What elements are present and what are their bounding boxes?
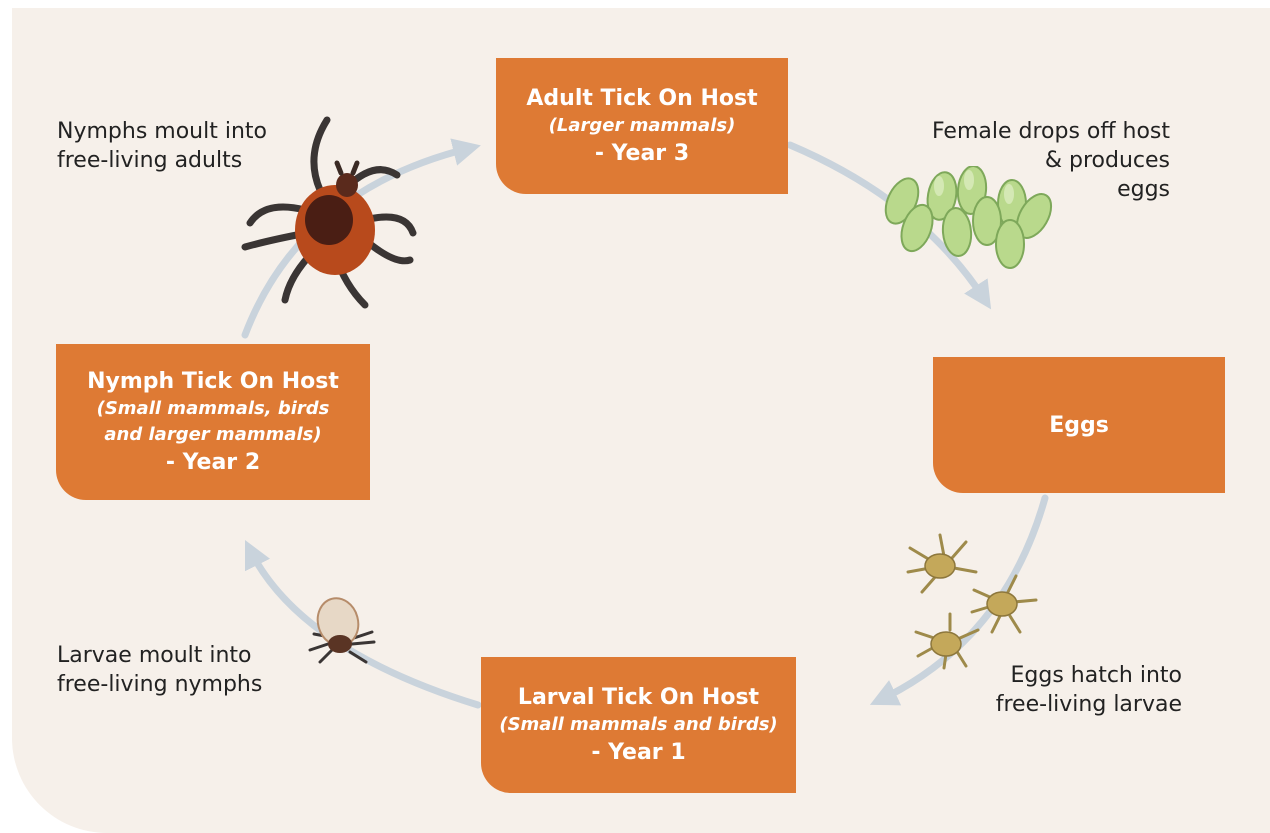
stage-eggs-box: Eggs <box>933 357 1225 493</box>
stage-adult-box: Adult Tick On Host (Larger mammals) - Ye… <box>496 58 788 194</box>
stage-larval-year: - Year 1 <box>591 738 685 767</box>
stage-adult-title: Adult Tick On Host <box>526 84 757 113</box>
stage-larval-title: Larval Tick On Host <box>518 683 759 712</box>
stage-nymph-title: Nymph Tick On Host <box>87 367 339 396</box>
adult-tick-icon <box>235 115 435 320</box>
stage-eggs-title: Eggs <box>1049 411 1109 440</box>
nymph-tick-icon <box>302 592 388 672</box>
stage-adult-host: (Larger mammals) <box>549 113 736 139</box>
stage-nymph-year: - Year 2 <box>166 448 260 477</box>
caption-larvae-moult: Larvae moult into free-living nymphs <box>57 641 337 699</box>
stage-nymph-box: Nymph Tick On Host (Small mammals, birds… <box>56 344 370 500</box>
stage-larval-box: Larval Tick On Host (Small mammals and b… <box>481 657 796 793</box>
stage-nymph-host: (Small mammals, birds and larger mammals… <box>97 396 330 448</box>
stage-adult-year: - Year 3 <box>595 139 689 168</box>
larva-icon <box>900 520 1040 670</box>
egg-cluster-icon <box>862 166 1062 276</box>
stage-larval-host: (Small mammals and birds) <box>499 712 777 738</box>
